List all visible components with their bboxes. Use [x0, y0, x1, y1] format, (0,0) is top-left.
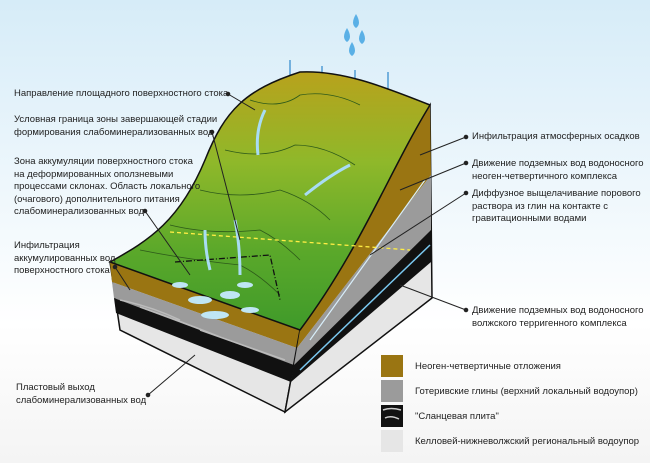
legend-label-hauterivian: Готеривские глины (верхний локальный вод… — [415, 386, 638, 397]
label-diffuse-leaching: Диффузное выщелачивание порового раствор… — [472, 188, 641, 226]
label-line: раствора из глин на контакте с — [472, 200, 609, 212]
legend-label-shale: "Сланцевая плита" — [415, 411, 499, 422]
label-line: Пластовый выход — [16, 382, 95, 393]
label-line: процессами склонах. Область локального — [14, 181, 201, 192]
label-line: Движение подземных вод водоносного — [472, 158, 644, 169]
label-line: Движение подземных вод водоносного — [472, 305, 644, 316]
label-line: аккумулированных вод — [14, 252, 116, 264]
legend-swatches — [381, 355, 403, 452]
label-line: (очагового) дополнительного питания — [14, 193, 180, 205]
label-volga-groundwater: Движение подземных вод водоносного волжс… — [472, 305, 644, 330]
label-neogene-groundwater: Движение подземных вод водоносного неоге… — [472, 158, 644, 183]
label-seam-outlet: Пластовый выход слабоминерализованных во… — [16, 382, 146, 407]
label-line: Диффузное выщелачивание порового — [472, 188, 641, 199]
label-line: неоген-четвертичного комплекса — [472, 170, 617, 182]
legend-swatch-hauterivian — [381, 380, 403, 402]
legend-swatch-shale — [381, 405, 403, 427]
label-line: поверхностного стока — [14, 265, 110, 276]
label-line: Условная граница зоны завершающей стадии — [14, 114, 218, 125]
legend-swatch-callovian — [381, 430, 403, 452]
leader-lines — [112, 91, 469, 398]
raindrops-icon — [344, 14, 365, 56]
top-surface — [108, 71, 432, 331]
label-precipitation-infiltration: Инфильтрация атмосферных осадков — [472, 131, 640, 142]
legend-swatch-neogene — [381, 355, 403, 377]
label-line: гравитационными водами — [472, 213, 587, 224]
label-surface-runoff-direction: Направление площадного поверхностного ст… — [14, 88, 229, 99]
label-zone-boundary: Условная граница зоны завершающей стадии… — [14, 114, 217, 139]
label-accumulation-zone: Зона аккумуляции поверхностного стока на… — [14, 156, 200, 219]
label-line: слабоминерализованных вод — [14, 206, 145, 217]
label-infiltration-accumulated: Инфильтрация аккумулированных вод поверх… — [14, 240, 115, 278]
label-line: Инфильтрация — [14, 240, 80, 251]
label-line: Зона аккумуляции поверхностного стока — [14, 156, 193, 167]
label-line: на деформированных оползневыми — [14, 168, 174, 180]
label-line: формирования слабоминерализованных вод — [14, 126, 214, 138]
legend-label-neogene: Неоген-четвертичные отложения — [415, 361, 561, 372]
label-line: волжского терригенного комплекса — [472, 317, 627, 329]
label-line: слабоминерализованных вод — [16, 394, 147, 406]
legend-label-callovian: Келловей-нижневолжский региональный водо… — [415, 436, 640, 447]
front-face — [109, 260, 301, 414]
